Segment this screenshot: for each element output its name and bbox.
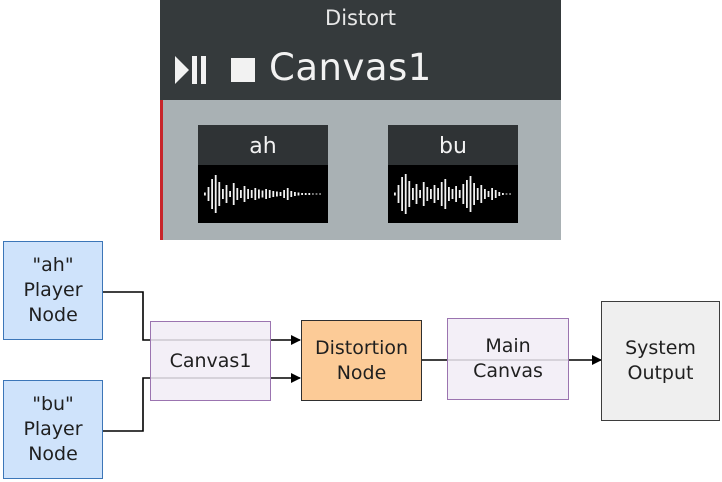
clip-ah[interactable]: ah [198, 125, 328, 223]
waveform-bar [480, 185, 483, 203]
canvas1-node: Canvas1 [150, 321, 271, 401]
waveform-bar [451, 189, 454, 199]
waveform-bar [473, 183, 475, 205]
clip-bu[interactable]: bu [388, 125, 518, 223]
canvas-name: Canvas1 [269, 46, 432, 89]
waveform-bar [509, 193, 511, 195]
waveform-bar [462, 184, 465, 204]
waveform-bar [304, 193, 307, 195]
waveform-bar [308, 193, 311, 195]
waveform-bar [419, 190, 421, 198]
waveform-bar [494, 190, 497, 198]
waveform-bar [222, 189, 224, 199]
waveform-bar [455, 186, 457, 202]
waveform-bar [491, 188, 493, 200]
play-pause-icon[interactable] [173, 54, 213, 86]
clip-label: bu [388, 125, 518, 165]
waveform-bar [250, 190, 253, 198]
waveform-bar [430, 189, 432, 199]
waveform-bar [265, 189, 267, 199]
waveform-bar [218, 182, 221, 206]
waveform-icon [388, 165, 518, 223]
waveform-bar [412, 188, 414, 200]
canvas-body: ah bu [160, 100, 561, 240]
waveform-bar [448, 187, 450, 201]
waveform-bar [502, 193, 504, 195]
waveform-bar [283, 190, 285, 198]
stop-icon[interactable] [231, 58, 255, 82]
waveform-bar [458, 190, 461, 198]
waveform-bar [258, 189, 260, 199]
waveform-bar [484, 189, 486, 199]
waveform-bar [207, 187, 210, 201]
waveform-bar [294, 192, 296, 196]
waveform-bar [290, 191, 293, 197]
waveform-bar [408, 181, 411, 207]
waveform-bar [297, 192, 300, 196]
waveform-bar [426, 187, 429, 201]
waveform-bar [214, 175, 217, 213]
waveform-bar [437, 188, 439, 200]
waveform-bar [466, 180, 468, 208]
waveform-bar [312, 193, 314, 195]
waveform-bar [397, 185, 400, 203]
waveform-bar [319, 193, 321, 195]
effect-title: Distort [325, 6, 396, 30]
waveform-bar [243, 186, 246, 202]
waveform-bar [394, 192, 396, 196]
waveform-bar [401, 177, 403, 211]
waveform-bar [247, 189, 249, 199]
waveform-bar [505, 193, 508, 195]
waveform-bar [204, 192, 206, 196]
waveform-bar [232, 183, 235, 205]
waveform-bar [487, 191, 490, 197]
waveform-bar [268, 190, 271, 198]
waveform-bar [276, 191, 278, 197]
waveform-bar [279, 192, 282, 196]
waveform-bar [498, 192, 501, 196]
waveform-bar [272, 191, 275, 197]
waveform-bar [404, 174, 407, 214]
clip-label: ah [198, 125, 328, 165]
waveform-bar [422, 182, 425, 206]
waveform-bar [444, 179, 447, 209]
waveform-bar [440, 182, 443, 206]
waveform-bar [476, 188, 479, 200]
waveform-bar [301, 193, 303, 195]
waveform-bar [286, 188, 289, 200]
waveform-bar [415, 184, 418, 204]
waveform-icon [198, 165, 328, 223]
canvas-header: Distort Canvas1 [160, 0, 561, 100]
waveform-bar [240, 190, 242, 198]
playhead-marker [160, 100, 163, 240]
canvas-panel: Distort Canvas1 ah bu [160, 0, 561, 240]
waveform-bar [229, 191, 231, 197]
waveform-bar [315, 193, 318, 195]
waveform-bar [254, 188, 257, 200]
waveform-bar [261, 190, 264, 198]
waveform-bar [469, 176, 472, 212]
waveform-bar [433, 185, 436, 203]
waveform-bar [225, 185, 228, 203]
waveform-bar [236, 188, 239, 200]
waveform-bar [211, 179, 213, 209]
